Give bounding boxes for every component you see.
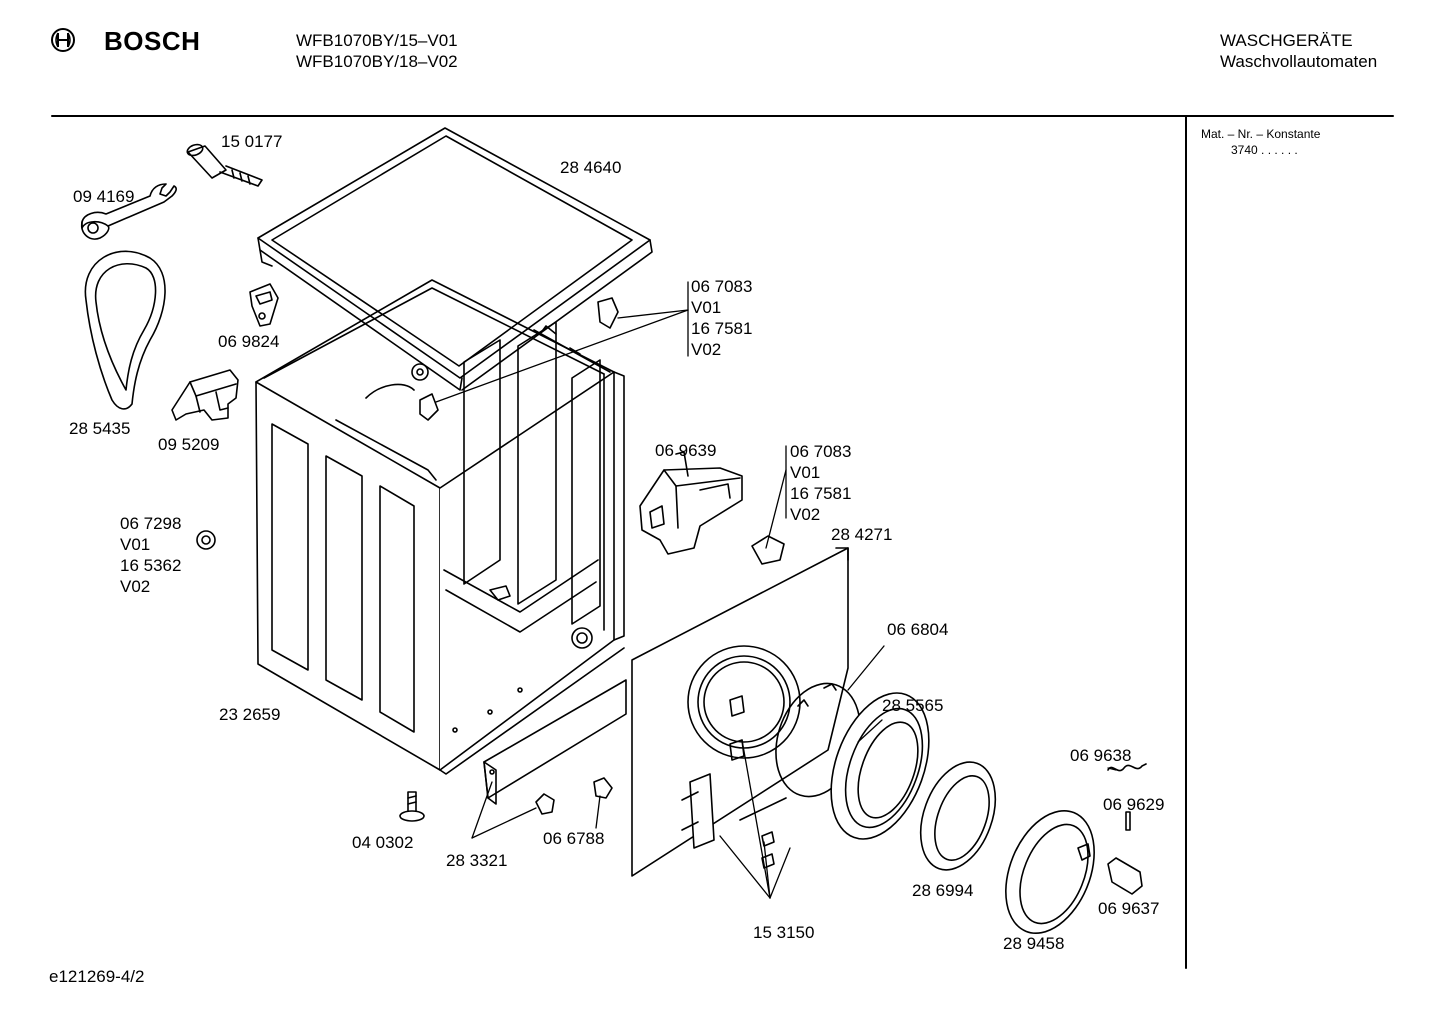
foot-part-067298 — [196, 530, 216, 550]
part-label: V02 — [790, 505, 821, 524]
part-label: 28 5565 — [882, 696, 944, 715]
part-label: V01 — [790, 463, 821, 482]
part-label: 23 2659 — [219, 705, 281, 724]
front-panel-part — [631, 547, 849, 877]
bushing-part — [593, 777, 613, 799]
part-label: 16 5362 — [120, 556, 182, 575]
part-label: 06 6788 — [543, 829, 605, 848]
part-label: 06 9638 — [1070, 746, 1132, 765]
spring-part — [1107, 763, 1147, 772]
bracket-part-095209 — [171, 369, 239, 421]
part-label: 28 9458 — [1003, 934, 1065, 953]
outer-door-ring-part — [1005, 809, 1095, 935]
door-handle-part — [1107, 857, 1143, 895]
material-number-value: 3740 . . . . . . — [1231, 143, 1298, 157]
model-line-1: WFB1070BY/15–V01 — [296, 31, 458, 50]
part-label: 16 7581 — [691, 319, 753, 338]
part-label: 09 4169 — [73, 187, 135, 206]
part-label: 06 9637 — [1098, 899, 1160, 918]
part-label: 04 0302 — [352, 833, 414, 852]
part-label: 09 5209 — [158, 435, 220, 454]
part-label: 28 4640 — [560, 158, 622, 177]
adjustable-foot-part — [399, 791, 425, 822]
subcategory-title: Waschvollautomaten — [1220, 52, 1378, 71]
part-label: 28 6994 — [912, 881, 974, 900]
part-label: V02 — [691, 340, 722, 359]
door-seal-strip-part — [84, 250, 166, 410]
part-label: 06 9639 — [655, 441, 717, 460]
part-label: 28 4271 — [831, 525, 893, 544]
hose-connector-part — [186, 143, 263, 187]
part-label: 16 7581 — [790, 484, 852, 503]
part-label: 28 3321 — [446, 851, 508, 870]
plinth-clip-part — [535, 793, 555, 815]
part-label: 06 9824 — [218, 332, 280, 351]
part-label: V01 — [120, 535, 151, 554]
clip-part-upper-067083 — [411, 297, 619, 421]
category-title: WASCHGERÄTE — [1220, 31, 1353, 50]
part-label: V01 — [691, 298, 722, 317]
door-ring-part — [830, 692, 930, 840]
part-label: 06 9629 — [1103, 795, 1165, 814]
part-label: 15 3150 — [753, 923, 815, 942]
pin-part — [1125, 811, 1131, 831]
door-glass-part — [919, 761, 997, 871]
part-label: 15 0177 — [221, 132, 283, 151]
wrench-part — [80, 183, 177, 240]
model-line-2: WFB1070BY/18–V02 — [296, 52, 458, 71]
document-id: e121269-4/2 — [49, 967, 145, 986]
pressure-switch-part — [639, 451, 743, 555]
part-label: V02 — [120, 577, 151, 596]
clip-part-mid-067083 — [751, 535, 785, 565]
part-label: 06 7083 — [691, 277, 753, 296]
bosch-logo-icon — [50, 27, 76, 58]
part-label: 06 7083 — [790, 442, 852, 461]
clip-part-069824 — [249, 283, 279, 327]
brand-name: BOSCH — [104, 26, 201, 56]
leader-lines — [435, 281, 1117, 899]
plinth-part — [483, 679, 627, 805]
part-label: 06 6804 — [887, 620, 949, 639]
part-label: 28 5435 — [69, 419, 131, 438]
material-number-heading: Mat. – Nr. – Konstante — [1201, 127, 1321, 141]
cabinet-frame-part — [255, 279, 625, 775]
part-label: 06 7298 — [120, 514, 182, 533]
top-lid-part — [257, 127, 653, 391]
